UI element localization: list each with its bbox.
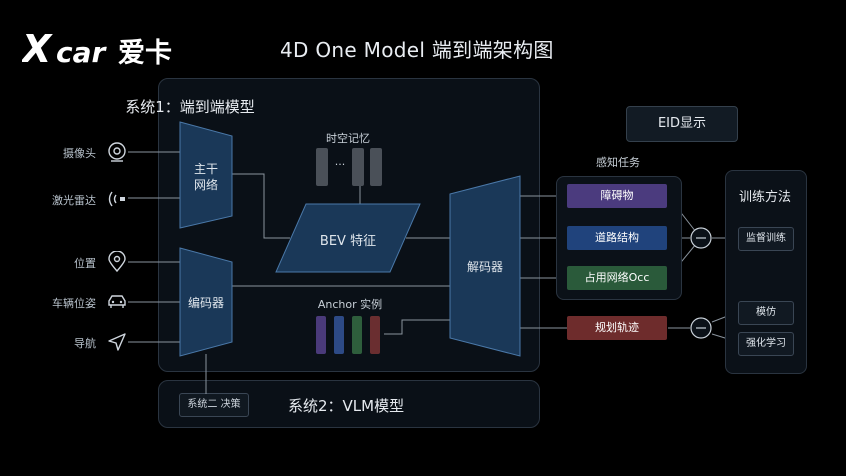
svg-text:car: car: [56, 36, 107, 69]
memory-bar: [352, 148, 364, 186]
anchor-bar: [352, 316, 362, 354]
anchor-bar: [370, 316, 380, 354]
page-title: 4D One Model 端到端架构图: [280, 38, 554, 62]
task-obstacle: 障碍物: [567, 184, 667, 208]
input-label-navigation: 导航: [74, 337, 96, 350]
task-road-structure: 道路结构: [567, 226, 667, 250]
decoder-label: 解码器: [466, 260, 503, 274]
backbone-label-line1: 主干: [193, 162, 218, 176]
bev-shape: [275, 203, 421, 273]
encoder-shape: [179, 247, 233, 357]
input-label-location: 位置: [74, 257, 96, 270]
eid-display-box: EID显示: [626, 106, 738, 142]
backbone-label-line2: 网络: [193, 178, 218, 192]
imitation-button[interactable]: 模仿: [738, 301, 794, 325]
input-label-vehicle-pose: 车辆位姿: [52, 297, 96, 310]
system2-decision-button[interactable]: 系统二 决策: [179, 393, 249, 417]
lidar-icon: [108, 191, 125, 207]
minus-circle-icon: [690, 227, 712, 249]
training-title: 训练方法: [738, 190, 791, 205]
system2-title: 系统2：VLM模型: [288, 397, 405, 415]
task-planning-trajectory: 规划轨迹: [567, 316, 667, 340]
svg-text:爱卡: 爱卡: [118, 38, 172, 69]
car-icon: [108, 295, 126, 308]
memory-label: 时空记忆: [326, 132, 370, 145]
minus-circle-icon: [690, 317, 712, 339]
navigation-arrow-icon: [108, 333, 126, 351]
memory-ellipsis: ···: [334, 158, 346, 171]
system2-panel: [158, 380, 540, 428]
anchor-label: Anchor 实例: [317, 298, 383, 311]
input-label-lidar: 激光雷达: [52, 194, 96, 207]
location-pin-icon: [108, 251, 126, 273]
svg-text:X: X: [22, 27, 53, 70]
backbone-shape: [179, 121, 233, 229]
input-label-camera: 摄像头: [63, 147, 96, 160]
reinforcement-learning-button[interactable]: 强化学习: [738, 332, 794, 356]
memory-bar: [316, 148, 328, 186]
memory-bar: [370, 148, 382, 186]
camera-icon: [108, 142, 126, 162]
xcar-logo: X car 爱卡: [22, 27, 172, 70]
anchor-bar: [316, 316, 326, 354]
system1-title: 系统1：端到端模型: [125, 98, 255, 116]
decoder-shape: [449, 175, 521, 357]
perception-title: 感知任务: [596, 156, 640, 169]
supervised-training-button[interactable]: 监督训练: [738, 227, 794, 251]
bev-label: BEV 特征: [319, 234, 377, 249]
encoder-label: 编码器: [187, 296, 224, 310]
task-occupancy: 占用网络Occ: [567, 266, 667, 290]
anchor-bar: [334, 316, 344, 354]
